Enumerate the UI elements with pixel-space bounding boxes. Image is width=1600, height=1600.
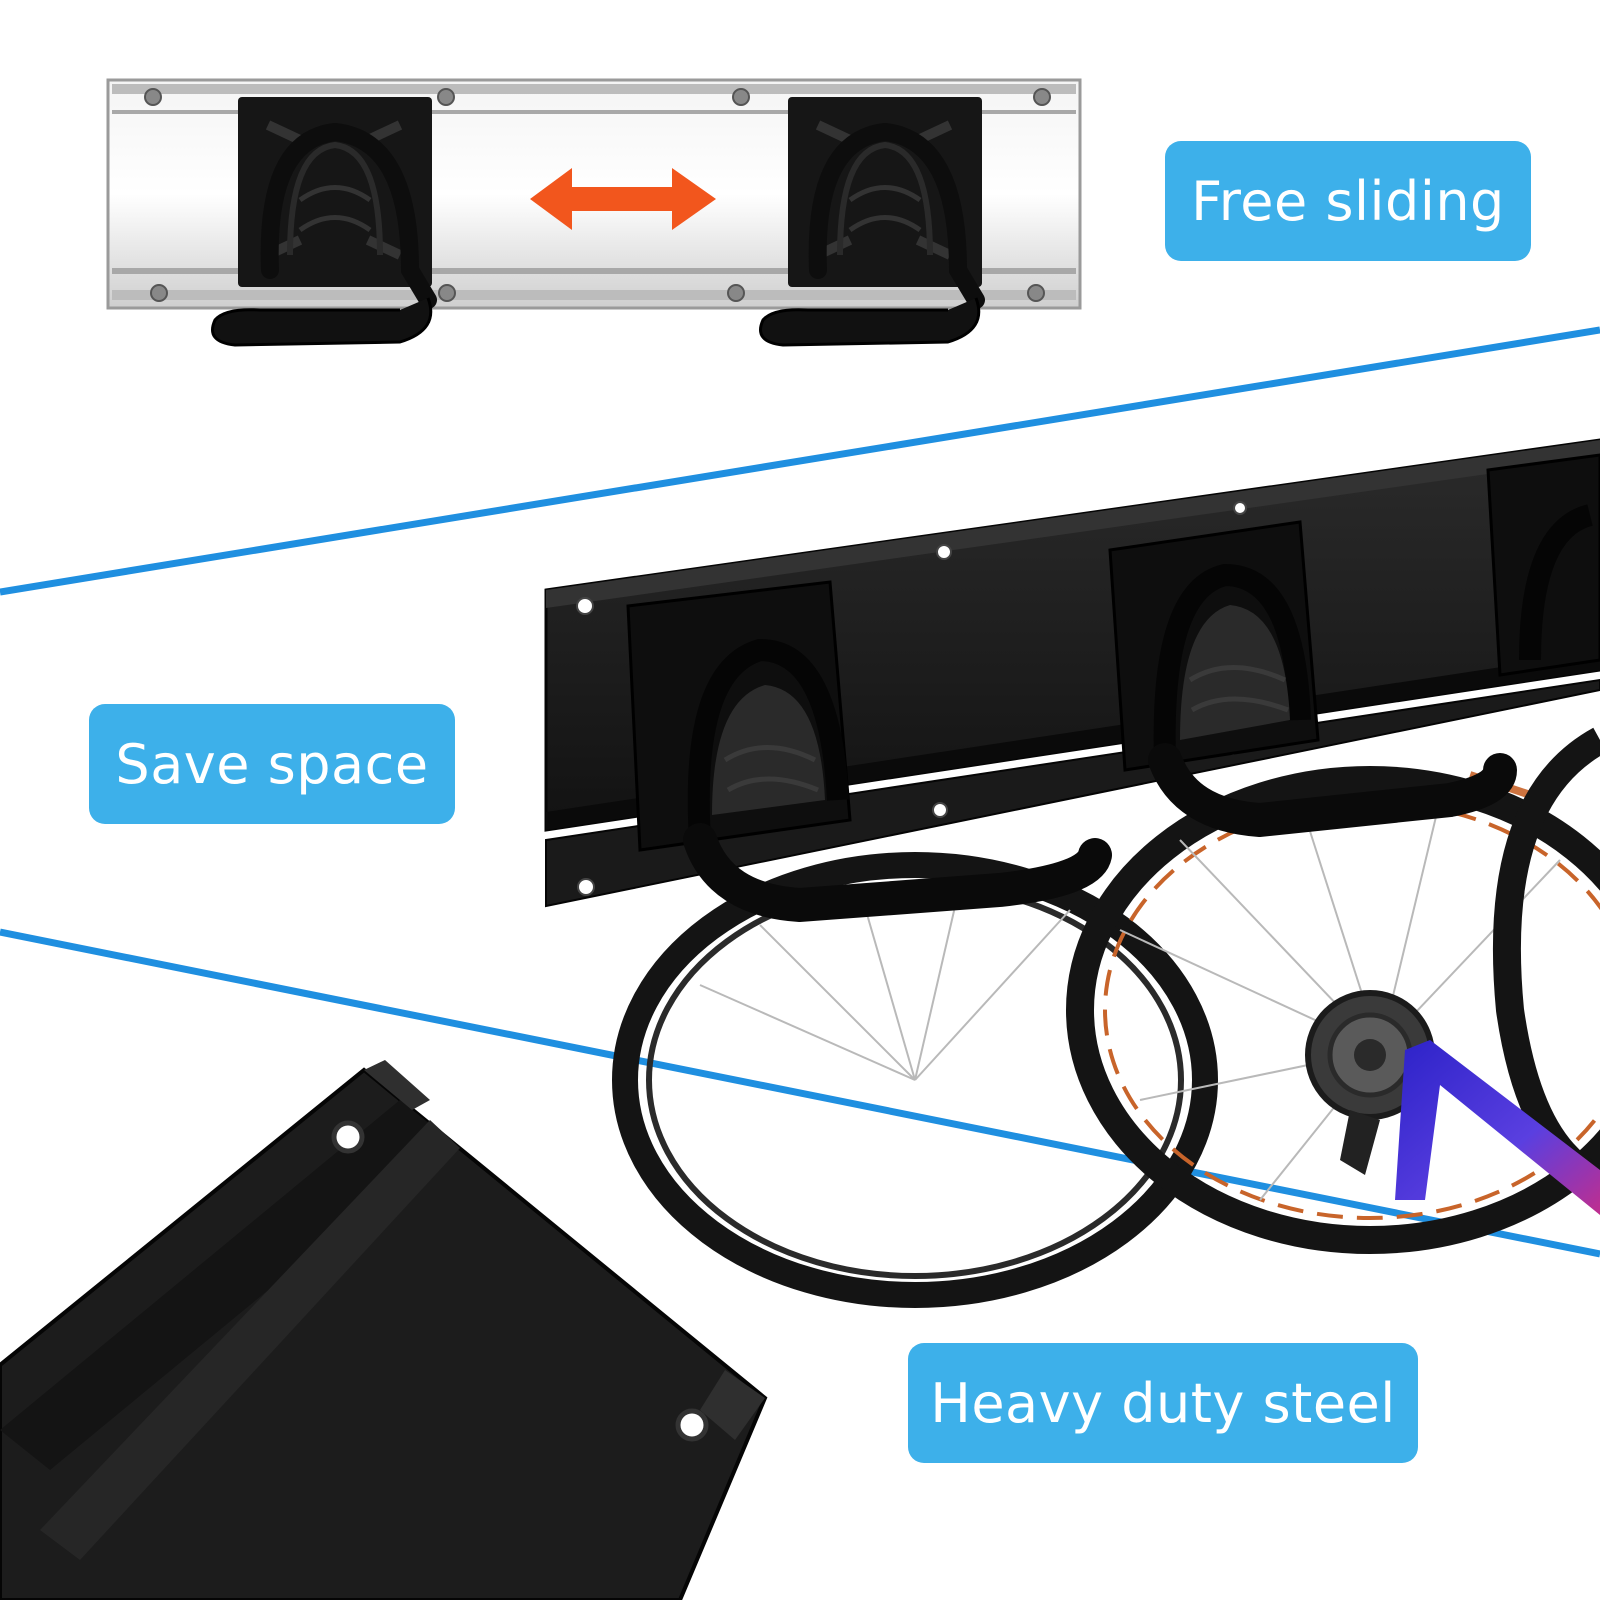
bike-wheel-left [612,852,1218,1308]
rail-hook-2 [1108,520,1517,838]
screw-icon [144,88,162,106]
screw-icon [732,88,750,106]
mount-hole-icon [932,802,948,818]
rail-hook-1 [626,580,1112,923]
screw-icon [1033,88,1051,106]
screw-icon [437,88,455,106]
screw-icon [438,284,456,302]
divider-line-bottom [0,928,1600,1258]
mount-hole-icon [331,1120,365,1154]
divider-line-top [0,326,1600,596]
heavy-duty-steel-badge: Heavy duty steel [908,1343,1418,1463]
silver-rail-group [106,78,1082,347]
mount-hole-icon [577,878,595,896]
steel-profile-closeup [0,1060,768,1600]
screw-icon [150,284,168,302]
mount-hole-icon [1233,501,1247,515]
hook-left [211,97,437,347]
black-rail-scene [544,438,1600,1308]
mount-hole-icon [675,1408,709,1442]
mount-hole-icon [936,544,952,560]
rail-hook-3 [1486,453,1600,677]
screw-icon [1027,284,1045,302]
free-sliding-badge: Free sliding [1165,141,1531,261]
bike-frame [1395,1040,1600,1215]
left-right-arrow-icon [530,168,716,230]
mount-hole-icon [576,597,594,615]
save-space-badge: Save space [89,704,455,824]
hook-right [759,97,985,347]
screw-icon [727,284,745,302]
